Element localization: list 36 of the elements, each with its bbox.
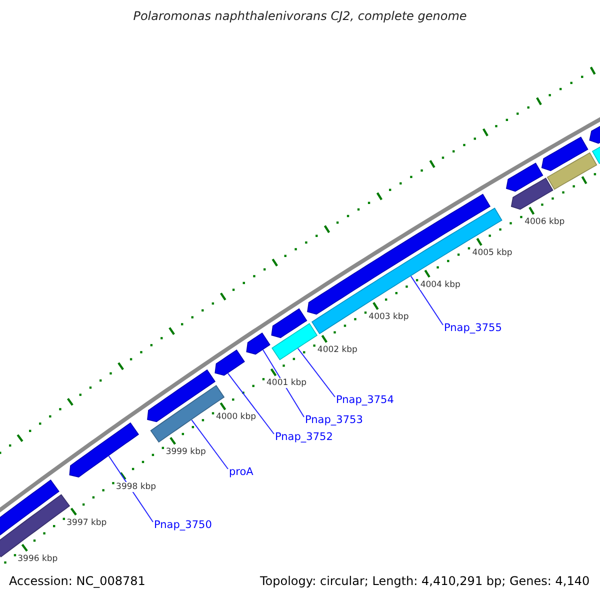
gene-label: Pnap_3750	[154, 519, 212, 531]
gene-feature	[271, 308, 308, 338]
scale-label: 4003 kbp	[368, 312, 409, 322]
gene-label: Pnap_3755	[444, 322, 502, 334]
leader-line	[108, 456, 154, 522]
scale-label: 4000 kbp	[216, 412, 256, 422]
scale-label: 3997 kbp	[66, 518, 107, 528]
gene-feature	[214, 350, 245, 376]
map-title: Polaromonas naphthalenivorans CJ2, complete genome	[132, 9, 468, 23]
scale-label: 4005 kbp	[472, 248, 512, 258]
scale-label: 4001 kbp	[266, 378, 307, 388]
gene-feature	[69, 422, 140, 478]
genome-stats: Topology: circular; Length: 4,410,291 bp; Genes: 4,140	[260, 574, 590, 588]
leader-line	[191, 419, 228, 470]
gene-feature	[0, 480, 60, 538]
leader-line	[227, 372, 274, 434]
gene-label: Pnap_3752	[275, 431, 333, 443]
scale-label: 3996 kbp	[18, 554, 58, 564]
leader-line	[262, 349, 304, 418]
gene-feature	[506, 162, 544, 192]
gene-feature	[147, 369, 216, 422]
scale-label: 3998 kbp	[116, 482, 156, 492]
gene-feature	[510, 178, 554, 210]
gene-feature	[246, 332, 270, 355]
gene-feature	[541, 136, 588, 172]
gene-label: proA	[229, 466, 254, 478]
gene-label: Pnap_3754	[336, 394, 394, 406]
scale-label: 4002 kbp	[317, 344, 358, 355]
scale-label: 4004 kbp	[420, 280, 460, 290]
gene-feature	[272, 323, 318, 360]
scale-label: 4006 kbp	[524, 216, 565, 227]
scale-label: 3999 kbp	[166, 446, 206, 457]
leader-line	[410, 276, 444, 326]
gene-label: Pnap_3753	[305, 414, 363, 426]
accession-label: Accession: NC_008781	[9, 574, 146, 588]
gene-feature	[546, 152, 598, 190]
